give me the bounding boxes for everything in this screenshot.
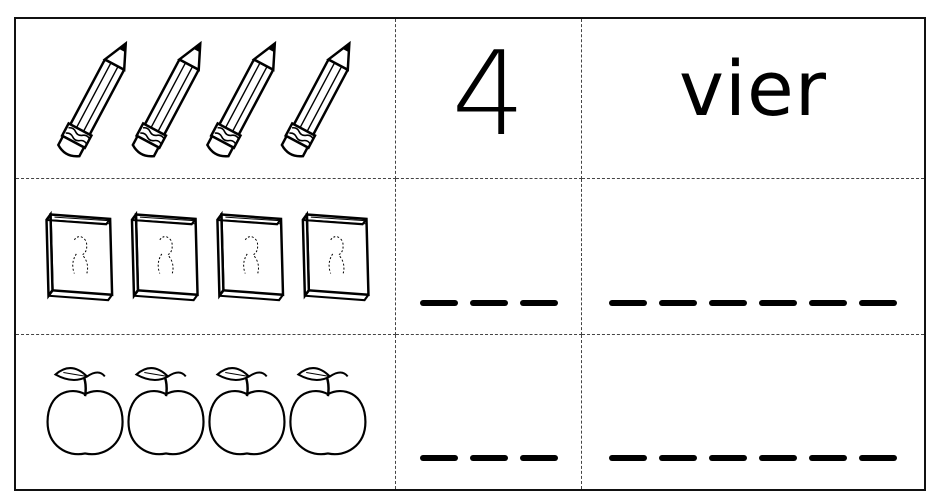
blank-dash [419, 455, 458, 461]
blank-dash [519, 300, 558, 306]
blank-dash [609, 455, 647, 461]
books-group [45, 208, 370, 306]
worksheet: 4 vier [14, 17, 926, 491]
blank-dash [859, 455, 897, 461]
blank-dash [419, 300, 458, 306]
blank-dash [659, 300, 697, 306]
book-icon [45, 208, 114, 306]
blank-dash [809, 300, 847, 306]
blank-dash [609, 300, 647, 306]
pencils-group [54, 36, 362, 162]
apple-icon [289, 366, 367, 456]
word-blank-line[interactable] [582, 455, 924, 461]
numeral-cell [396, 179, 582, 335]
book-icon [301, 208, 370, 306]
book-icon [130, 208, 199, 306]
blank-dash [809, 455, 847, 461]
blank-dash [519, 455, 558, 461]
counting-grid: 4 vier [16, 19, 924, 489]
apple-icon [208, 366, 286, 456]
numeral-blank-line[interactable] [396, 455, 581, 461]
pictures-cell-books [16, 179, 396, 335]
word-blank-line[interactable] [582, 300, 924, 306]
numeral-cell: 4 [396, 19, 582, 179]
blank-dash [859, 300, 897, 306]
word-answer: vier [678, 44, 828, 133]
pictures-cell-apples [16, 335, 396, 489]
numeral-blank-line[interactable] [396, 300, 581, 306]
apple-icon [46, 366, 124, 456]
book-icon [216, 208, 285, 306]
blank-dash [469, 300, 508, 306]
pictures-cell-pencils [16, 19, 396, 179]
numeral-cell [396, 335, 582, 489]
blank-dash [709, 300, 747, 306]
blank-dash [659, 455, 697, 461]
blank-dash [709, 455, 747, 461]
pencil-icon [54, 36, 139, 162]
word-cell [582, 179, 924, 335]
pencil-icon [128, 36, 213, 162]
blank-dash [759, 300, 797, 306]
word-cell: vier [582, 19, 924, 179]
pencil-icon [203, 36, 288, 162]
apple-icon [127, 366, 205, 456]
pencil-icon [277, 36, 362, 162]
word-cell [582, 335, 924, 489]
blank-dash [759, 455, 797, 461]
apples-group [46, 366, 367, 456]
numeral-answer: 4 [451, 27, 526, 162]
blank-dash [469, 455, 508, 461]
